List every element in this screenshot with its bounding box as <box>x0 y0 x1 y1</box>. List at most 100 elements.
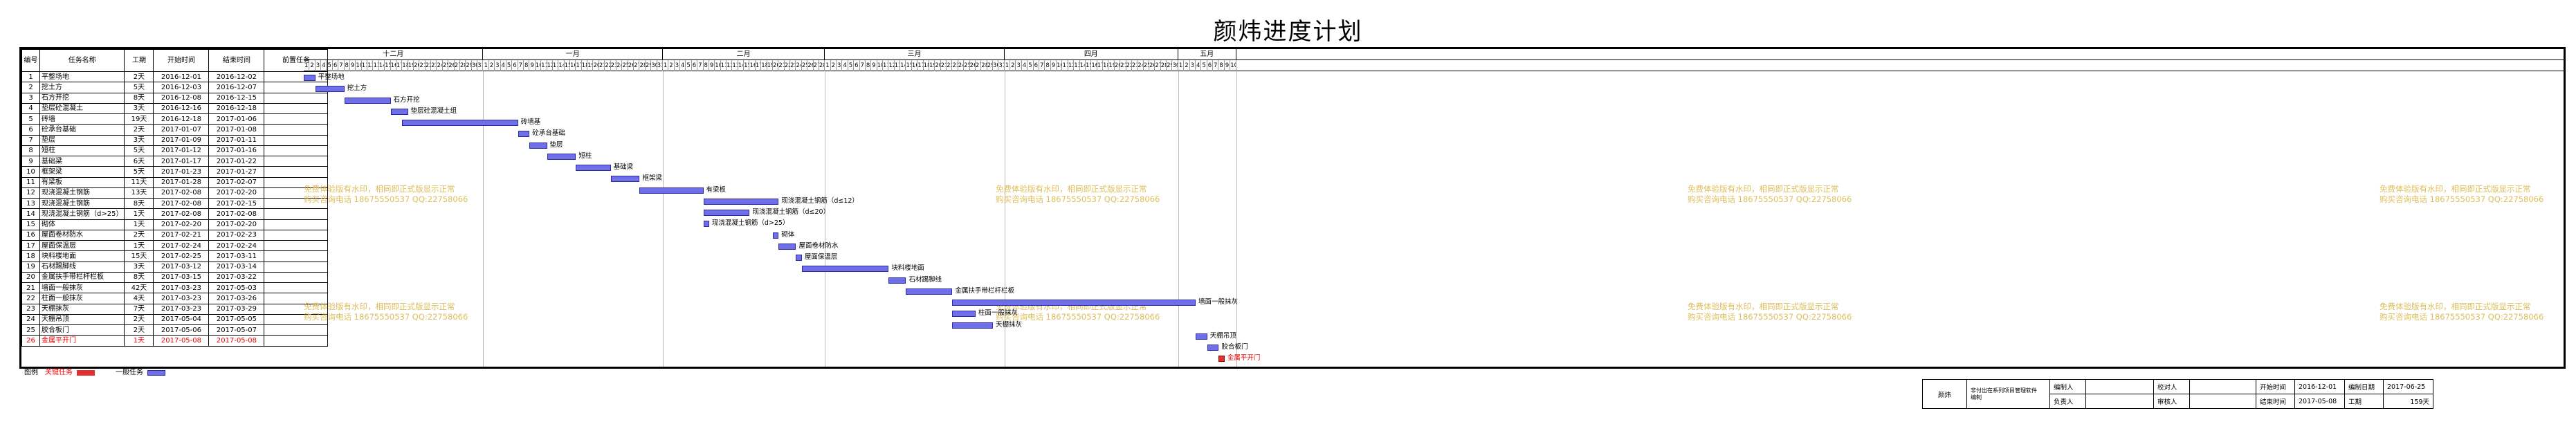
task-id-cell: 9 <box>21 155 40 167</box>
day-label: 29 <box>1167 60 1173 71</box>
day-label: 12 <box>888 60 895 71</box>
day-label: 20 <box>1115 60 1121 71</box>
day-label: 14 <box>900 60 906 71</box>
task-name-cell: 有梁板 <box>39 176 125 188</box>
day-label: 13 <box>1074 60 1080 71</box>
task-start-cell: 2016-12-16 <box>153 102 210 115</box>
task-duration-cell: 2天 <box>124 71 154 83</box>
task-bar[interactable] <box>796 255 802 261</box>
task-bar[interactable] <box>772 232 779 239</box>
task-id-cell: 10 <box>21 166 40 178</box>
task-bar[interactable] <box>315 86 345 93</box>
task-duration-cell: 5天 <box>124 82 154 93</box>
day-label: 25 <box>443 60 449 71</box>
day-label: 22 <box>1126 60 1132 71</box>
task-id-cell: 18 <box>21 250 40 262</box>
task-bar[interactable] <box>304 75 316 81</box>
day-label: 21 <box>1120 60 1126 71</box>
task-bar[interactable] <box>529 142 547 149</box>
task-start-cell: 2017-02-08 <box>153 197 210 210</box>
task-end-cell: 2016-12-07 <box>208 82 265 93</box>
day-label: 13 <box>732 60 738 71</box>
day-label: 19 <box>587 60 594 71</box>
day-label: 8 <box>345 60 350 71</box>
day-label: 20 <box>773 60 779 71</box>
task-end-cell: 2017-01-11 <box>208 134 265 146</box>
day-header-row: 1234567891011121314151617181920212223242… <box>304 60 2564 71</box>
task-bar[interactable] <box>952 311 976 318</box>
day-label: 26 <box>448 60 455 71</box>
task-bar[interactable] <box>778 243 796 250</box>
task-id-cell: 22 <box>21 293 40 304</box>
task-bar[interactable] <box>952 300 1196 306</box>
task-bar[interactable] <box>952 322 994 329</box>
task-bar[interactable] <box>703 198 779 205</box>
task-start-cell: 2017-01-07 <box>153 124 210 136</box>
day-label: 22 <box>605 60 611 71</box>
task-bar[interactable] <box>344 97 391 104</box>
day-label: 6 <box>692 60 698 71</box>
task-id-cell: 21 <box>21 282 40 294</box>
task-bar[interactable] <box>703 210 750 216</box>
task-bar[interactable] <box>576 165 611 171</box>
task-bar[interactable] <box>801 266 889 273</box>
day-label: 15 <box>906 60 912 71</box>
task-bar[interactable] <box>888 277 906 284</box>
day-label: 3 <box>675 60 681 71</box>
day-label: 14 <box>379 60 385 71</box>
task-end-cell: 2017-01-22 <box>208 155 265 167</box>
task-name-cell: 金属扶手带栏杆栏板 <box>39 271 125 284</box>
day-label: 22 <box>947 60 953 71</box>
task-end-cell: 2017-03-22 <box>208 271 265 284</box>
task-end-cell: 2017-05-08 <box>208 335 265 347</box>
day-label: 7 <box>338 60 345 71</box>
legend-critical-swatch <box>77 370 95 376</box>
task-start-cell: 2016-12-08 <box>153 92 210 104</box>
task-bar[interactable] <box>906 288 953 295</box>
task-name-cell: 天棚吊顶 <box>39 313 125 326</box>
task-duration-cell: 3天 <box>124 102 154 115</box>
day-label: 26 <box>807 60 814 71</box>
task-duration-cell: 1天 <box>124 219 154 230</box>
day-label: 16 <box>570 60 576 71</box>
task-bar[interactable] <box>518 131 530 138</box>
task-name-cell: 砼承台基础 <box>39 124 125 136</box>
task-bar[interactable] <box>639 187 704 194</box>
month-divider <box>662 71 664 367</box>
task-id-cell: 20 <box>21 271 40 284</box>
day-label: 8 <box>524 60 530 71</box>
task-end-cell: 2017-02-15 <box>208 197 265 210</box>
day-label: 7 <box>1039 60 1045 71</box>
task-bar[interactable] <box>547 153 576 160</box>
day-label: 27 <box>455 60 460 71</box>
task-name-cell: 墙面一般抹灰 <box>39 282 125 294</box>
info-manager-label: 负责人 <box>2049 394 2086 409</box>
day-label: 1 <box>483 60 489 71</box>
day-label: 25 <box>964 60 970 71</box>
task-duration-cell: 8天 <box>124 197 154 210</box>
info-duration-label: 工期 <box>2344 394 2384 409</box>
task-bar-label: 现浇混凝土钢筋（d>25） <box>711 219 789 228</box>
task-bar[interactable] <box>1207 345 1219 351</box>
task-start-cell: 2017-02-20 <box>153 219 210 230</box>
task-bar[interactable] <box>703 221 709 228</box>
day-label: 8 <box>866 60 872 71</box>
day-label: 4 <box>501 60 506 71</box>
task-bar[interactable] <box>610 176 640 183</box>
day-label: 11 <box>721 60 727 71</box>
task-start-cell: 2017-02-08 <box>153 187 210 199</box>
day-label: 15 <box>565 60 570 71</box>
task-bar[interactable] <box>1218 356 1225 363</box>
header-duration: 工期 <box>124 49 154 72</box>
task-bar[interactable] <box>390 108 408 115</box>
task-bar[interactable] <box>402 120 518 126</box>
task-bar[interactable] <box>1195 333 1207 340</box>
day-label: 1 <box>304 60 310 71</box>
legend-normal-swatch <box>147 370 165 376</box>
